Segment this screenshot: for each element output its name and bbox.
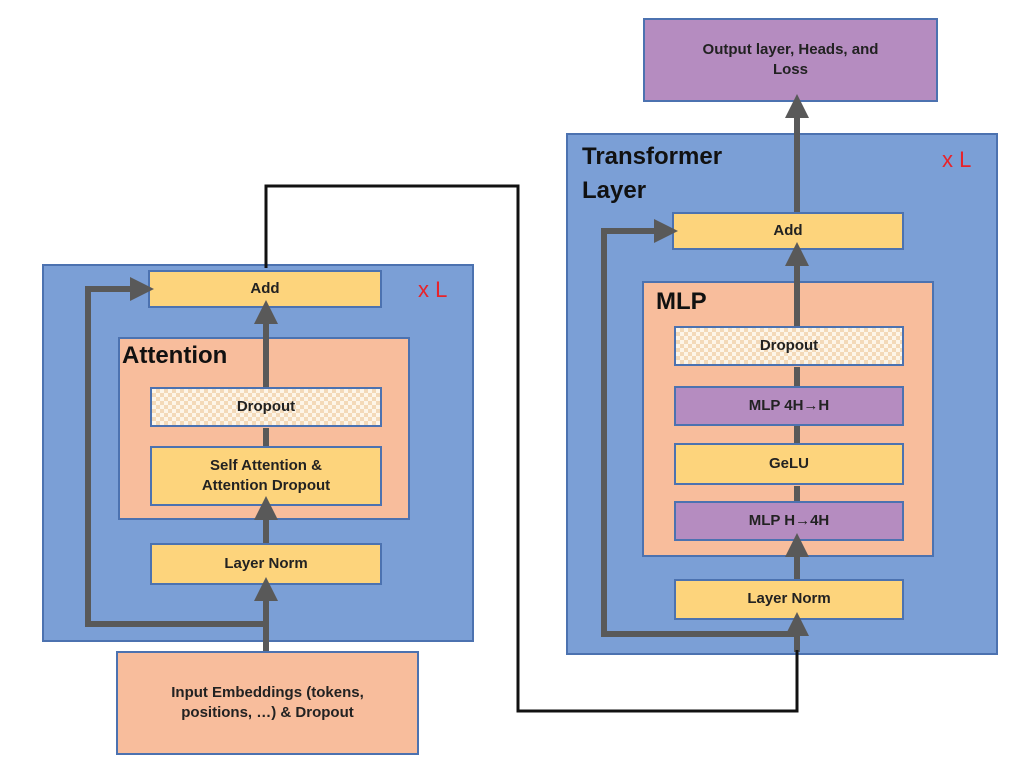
output-layer-box: Output layer, Heads, and Loss (643, 18, 938, 102)
right-transformer-title: Transformer Layer (582, 140, 722, 207)
input-embeddings-line2: positions, …) & Dropout (181, 704, 354, 721)
output-layer-line1: Output layer, Heads, and (702, 40, 879, 58)
gelu-box: GeLU (674, 443, 904, 485)
left-attention-title: Attention (122, 342, 228, 369)
left-self-attention-line1: Self Attention & (210, 456, 322, 474)
input-embeddings-line1: Input Embeddings (tokens, (171, 683, 364, 701)
mlp-title: MLP (656, 288, 707, 315)
right-layer-norm-box: Layer Norm (674, 579, 904, 620)
right-transformer-title-line1: Transformer (582, 143, 723, 170)
output-layer-line2: Loss (772, 61, 808, 78)
expand-connector-line (264, 184, 799, 713)
input-embeddings-box: Input Embeddings (tokens, positions, …) … (116, 651, 419, 755)
right-residual-arrow (601, 219, 797, 637)
left-residual-arrow (85, 277, 266, 627)
left-self-attention-line2: Attention Dropout (201, 477, 331, 494)
right-transformer-title-line2: Layer (582, 176, 647, 204)
mlp-4h-to-h-box: MLP 4H→H (674, 386, 904, 426)
left-multiplier: x L (418, 277, 448, 302)
right-multiplier: x L (942, 147, 972, 172)
right-dropout-box: Dropout (674, 326, 904, 366)
left-dropout-box: Dropout (150, 387, 382, 427)
